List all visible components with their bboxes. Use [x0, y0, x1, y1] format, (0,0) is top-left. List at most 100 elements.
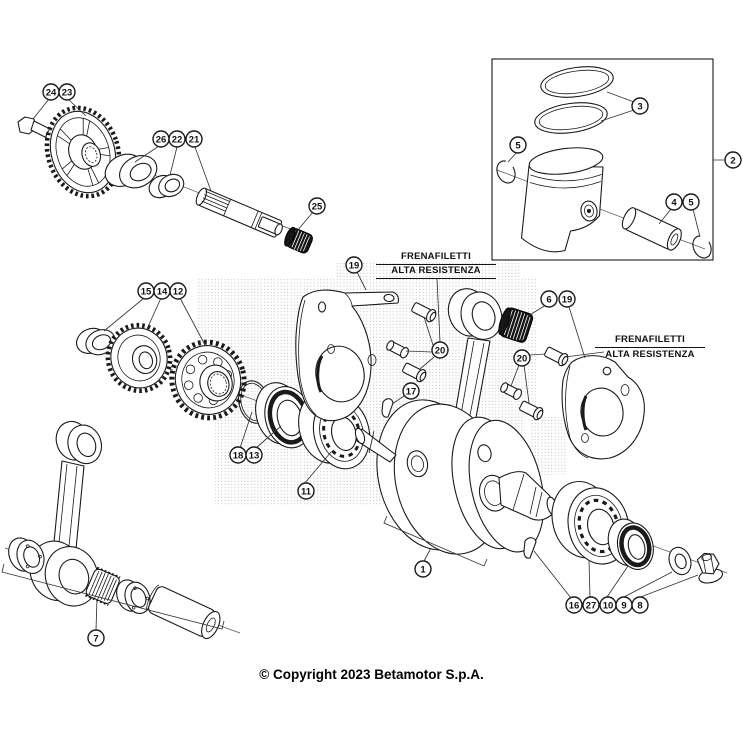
callout-7: 7 [87, 629, 105, 647]
svg-text:2: 2 [730, 155, 735, 166]
svg-text:17: 17 [406, 386, 417, 397]
svg-text:18: 18 [233, 450, 244, 461]
svg-text:14: 14 [157, 286, 168, 297]
callout-24: 24 [42, 83, 60, 101]
nut-8-graphic [696, 552, 724, 584]
callout-13: 13 [245, 446, 263, 464]
conrod-7-graphic [29, 420, 103, 607]
svg-text:22: 22 [172, 134, 183, 145]
callout-15: 15 [137, 282, 155, 300]
bearing-26-graphic [104, 153, 158, 189]
bearing-27-graphic [551, 481, 630, 565]
piston-ring-bottom-graphic [534, 102, 608, 134]
note-line-2: ALTA RESISTENZA [605, 349, 695, 360]
circlip-5-left-graphic [496, 160, 516, 184]
svg-text:9: 9 [621, 600, 626, 611]
oil-seal-10-graphic [607, 518, 654, 570]
crank-left-stub-graphic [354, 427, 397, 463]
svg-text:20: 20 [435, 345, 446, 356]
piston-body-graphic [520, 147, 604, 253]
svg-text:10: 10 [603, 600, 614, 611]
note-line-1: FRENAFILETTI [376, 251, 496, 265]
callout-27: 27 [582, 596, 600, 614]
spacer-22-graphic [148, 173, 185, 199]
bolt-20-c-graphic [402, 362, 427, 383]
callout-3: 3 [631, 97, 649, 115]
callout-18: 18 [229, 446, 247, 464]
washer-9-graphic [668, 546, 692, 576]
bolt-20-d-graphic [544, 346, 569, 367]
svg-text:16: 16 [569, 600, 580, 611]
balancer-19-left-graphic [295, 289, 399, 422]
gear-12-graphic [169, 339, 247, 421]
callout-17: 17 [402, 382, 420, 400]
piston-ring-top-graphic [540, 66, 614, 98]
callout-23: 23 [58, 83, 76, 101]
crank-pin-7d-graphic [146, 584, 221, 640]
svg-text:19: 19 [349, 260, 360, 271]
gear-14-graphic [105, 322, 173, 394]
callout-11: 11 [297, 482, 315, 500]
callout-9: 9 [615, 596, 633, 614]
svg-text:5: 5 [688, 197, 694, 208]
svg-text:12: 12 [173, 286, 184, 297]
stud-20-e-graphic [500, 382, 523, 400]
circlip-5-right-graphic [692, 235, 712, 259]
svg-text:19: 19 [562, 294, 573, 305]
svg-text:3: 3 [637, 101, 642, 112]
callout-6: 6 [540, 290, 558, 308]
needle-bearing-25-graphic [284, 226, 313, 254]
callout-14: 14 [153, 282, 171, 300]
callout-5: 5 [509, 136, 527, 154]
conrod-center-graphic [447, 288, 503, 446]
callout-19: 19 [558, 290, 576, 308]
copyright-text: © Copyright 2023 Betamotor S.p.A. [259, 667, 484, 682]
svg-text:4: 4 [671, 197, 677, 208]
callout-10: 10 [599, 596, 617, 614]
balance-shaft-21-graphic [195, 187, 283, 238]
svg-text:6: 6 [546, 294, 551, 305]
bolt-20-f-graphic [519, 400, 544, 421]
svg-text:5: 5 [515, 140, 521, 151]
crank-right-web-graphic [451, 416, 545, 553]
svg-text:25: 25 [312, 201, 323, 212]
wrist-pin-4-graphic [621, 207, 682, 251]
svg-text:27: 27 [586, 600, 597, 611]
note-line-2: ALTA RESISTENZA [376, 265, 496, 279]
svg-text:24: 24 [46, 87, 57, 98]
stud-20-b-graphic [386, 340, 409, 359]
thrust-washer-7a-graphic [8, 537, 45, 574]
svg-text:26: 26 [156, 134, 167, 145]
callout-20: 20 [513, 349, 531, 367]
svg-text:15: 15 [141, 286, 152, 297]
woodruff-key-16-graphic [523, 537, 537, 559]
callout-21: 21 [185, 130, 203, 148]
threadlocker-note-right: FRENAFILETTI ALTA RESISTENZA [595, 334, 705, 361]
svg-text:8: 8 [637, 600, 642, 611]
svg-text:23: 23 [62, 87, 73, 98]
needle-bearing-6-graphic [498, 307, 534, 343]
balancer-19-right-graphic [561, 355, 645, 460]
piston-kit-box [491, 58, 714, 261]
bolt-20-a-graphic [411, 302, 437, 323]
callout-19: 19 [345, 256, 363, 274]
callout-5: 5 [682, 193, 700, 211]
svg-text:21: 21 [189, 134, 200, 145]
callout-1: 1 [414, 560, 432, 578]
callout-12: 12 [169, 282, 187, 300]
threadlocker-note-left: FRENAFILETTI ALTA RESISTENZA [376, 251, 496, 279]
svg-text:7: 7 [93, 633, 98, 644]
woodruff-key-17-graphic [381, 398, 394, 418]
svg-text:1: 1 [420, 564, 426, 575]
callout-2: 2 [724, 151, 742, 169]
note-line-1: FRENAFILETTI [595, 334, 705, 348]
gear-23-graphic [44, 105, 122, 199]
needle-cage-7b-graphic [84, 566, 121, 606]
callout-26: 26 [152, 130, 170, 148]
svg-text:20: 20 [517, 353, 528, 364]
svg-text:11: 11 [301, 486, 312, 497]
callout-8: 8 [631, 596, 649, 614]
